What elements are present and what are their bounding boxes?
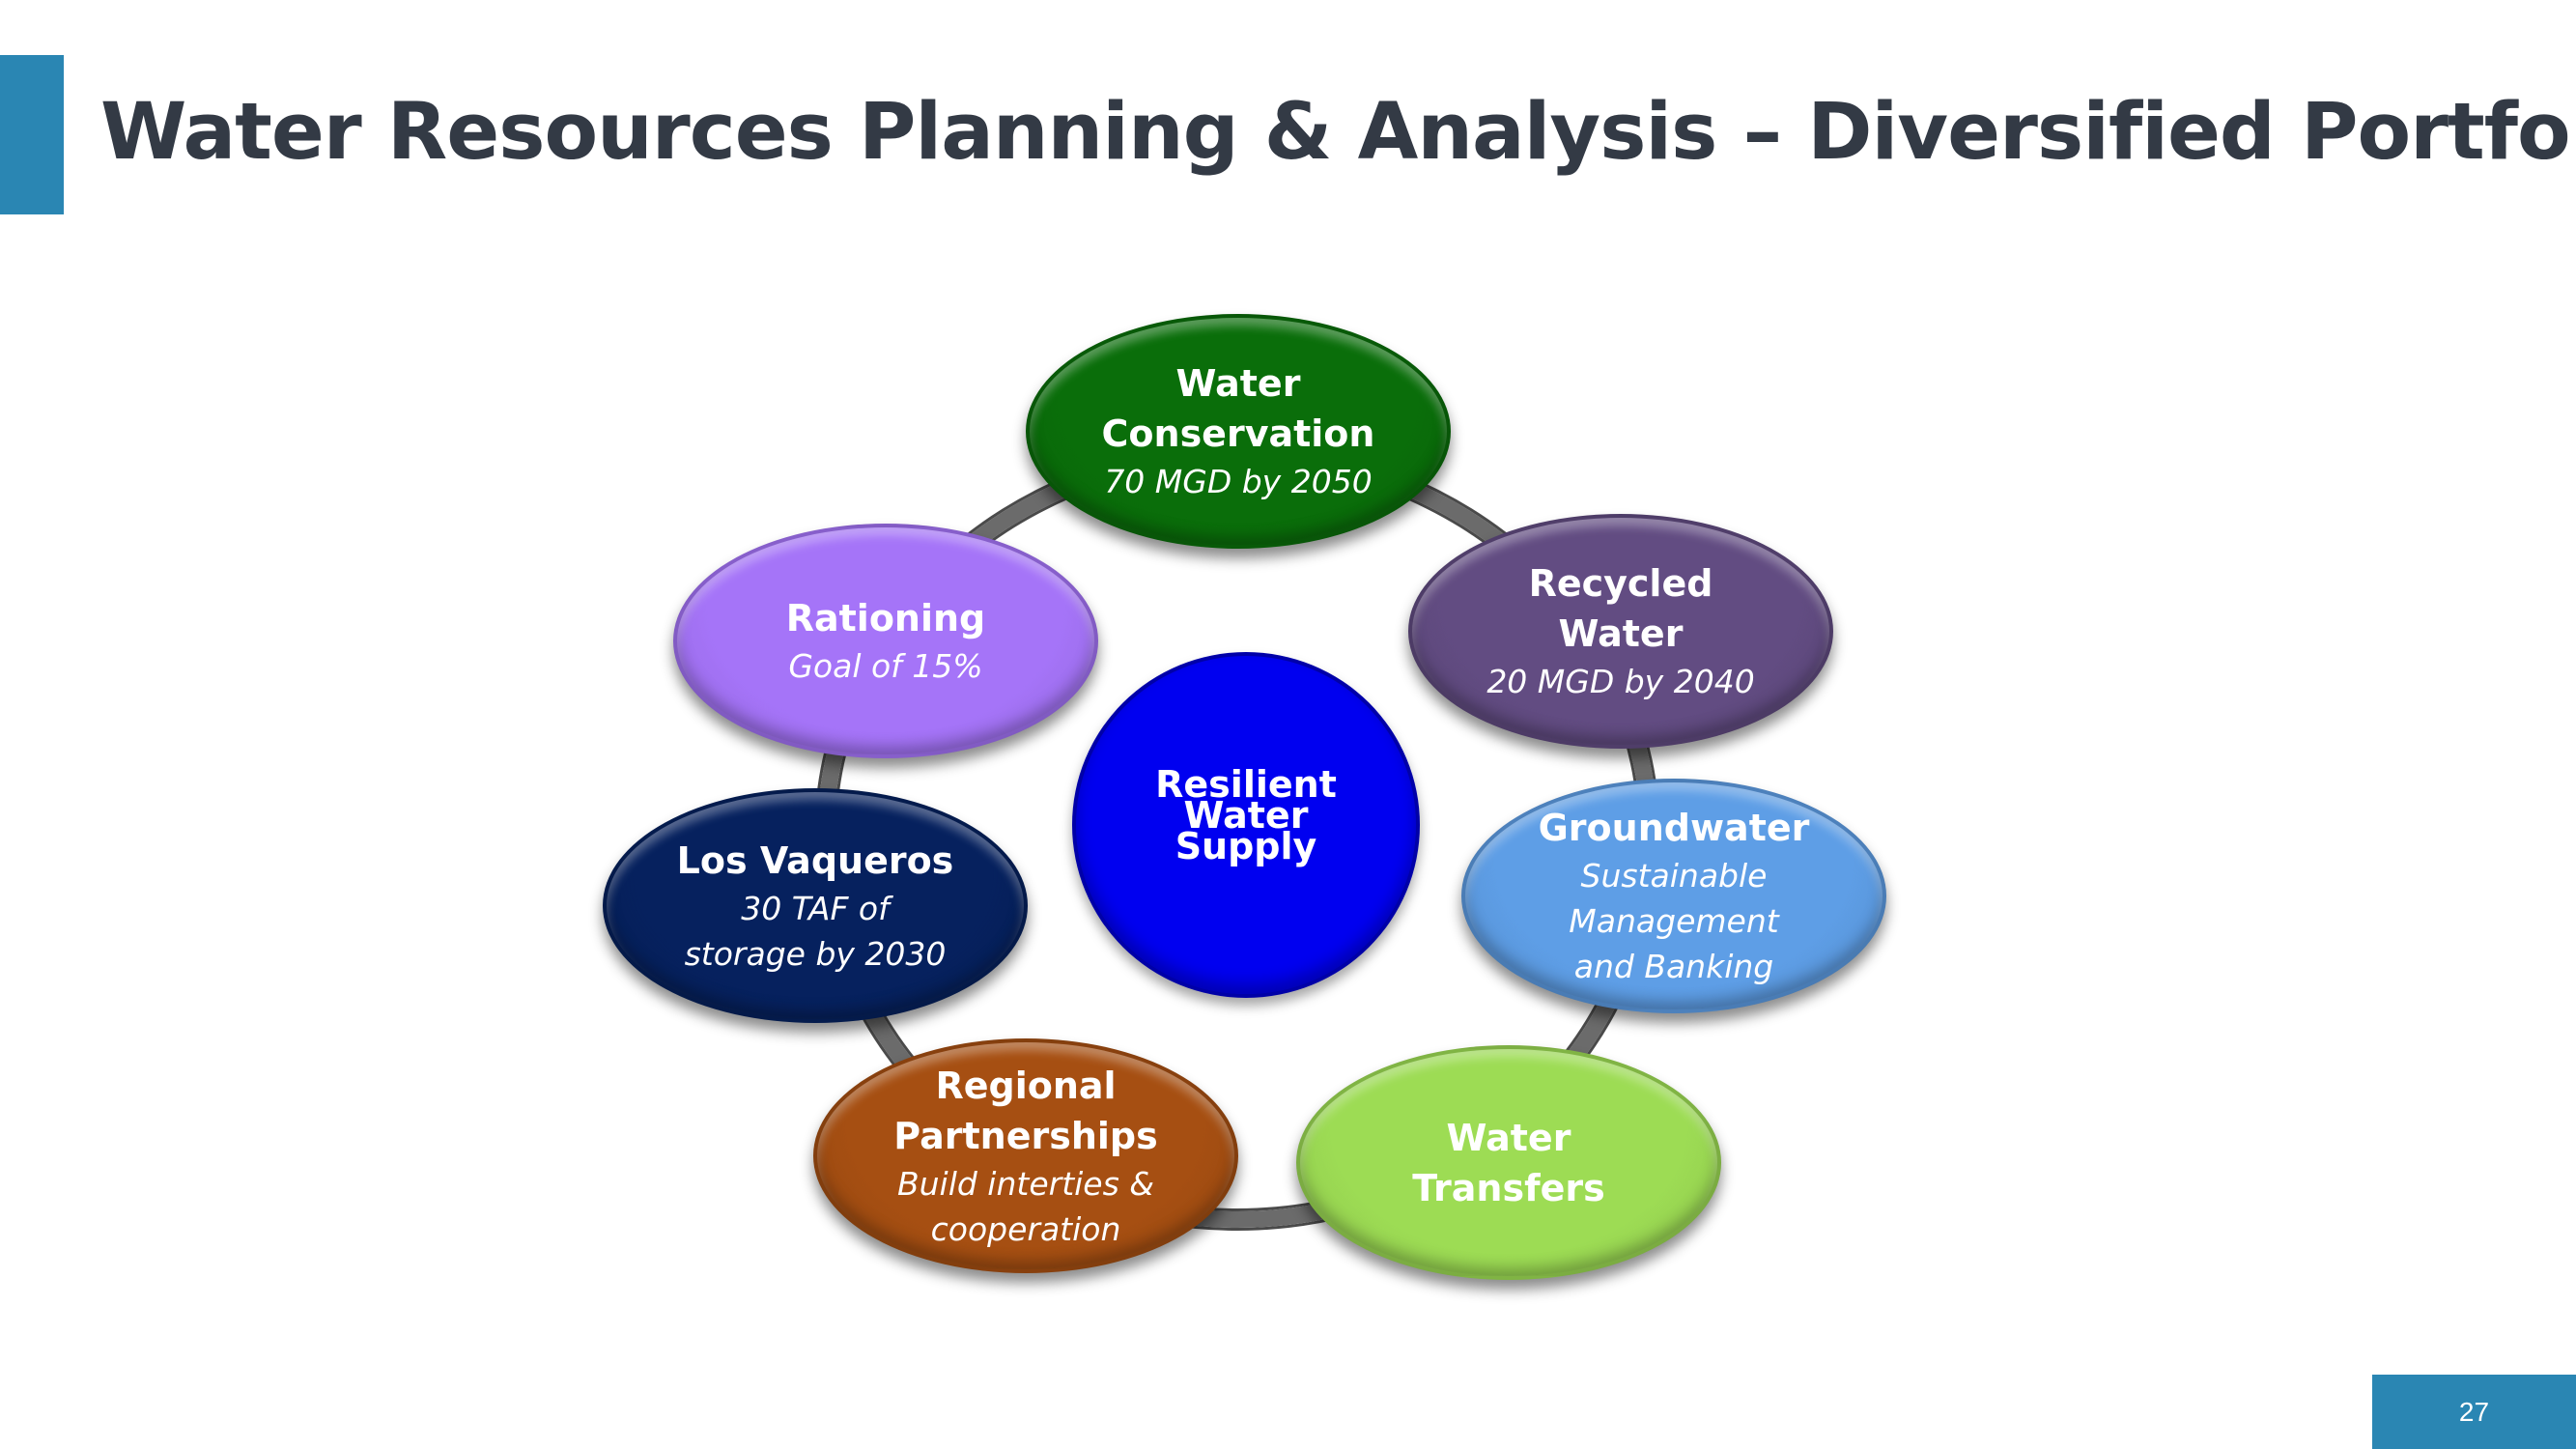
node-title: Los Vaqueros <box>676 838 954 882</box>
node-title: Transfers <box>1412 1166 1605 1209</box>
node-water-transfers: Water Transfers <box>1296 1045 1721 1280</box>
node-subtitle: Build interties & <box>896 1164 1155 1203</box>
node-title: Rationing <box>785 597 986 639</box>
node-title: Recycled <box>1528 562 1713 605</box>
node-groundwater: Groundwater Sustainable Management and B… <box>1461 779 1886 1013</box>
node-subtitle: 70 MGD by 2050 <box>1104 463 1373 500</box>
node-subtitle: and Banking <box>1573 948 1774 985</box>
node-los-vaqueros: Los Vaqueros 30 TAF of storage by 2030 <box>603 788 1028 1023</box>
slide-title: Water Resources Planning & Analysis – Di… <box>100 87 2576 178</box>
node-title: Regional <box>935 1064 1117 1107</box>
node-subtitle: Goal of 15% <box>788 647 983 685</box>
center-title: Resilient <box>1155 763 1337 806</box>
node-rationing: Rationing Goal of 15% <box>673 524 1098 758</box>
center-title: Water <box>1183 794 1309 837</box>
node-title: Groundwater <box>1538 807 1810 849</box>
node-subtitle: 20 MGD by 2040 <box>1486 663 1755 700</box>
node-title: Water <box>1446 1116 1571 1159</box>
center-node-resilient-water-supply: Resilient Water Supply <box>1072 652 1420 998</box>
node-subtitle: Management <box>1569 902 1779 940</box>
node-subtitle: storage by 2030 <box>684 934 947 973</box>
node-title: Partnerships <box>893 1114 1158 1157</box>
title-accent-bar <box>0 55 64 214</box>
node-subtitle: Sustainable <box>1580 857 1768 895</box>
node-recycled-water: Recycled Water 20 MGD by 2040 <box>1408 514 1833 749</box>
node-regional-partnerships: Regional Partnerships Build interties & … <box>813 1038 1238 1273</box>
node-subtitle: 30 TAF of <box>741 889 890 927</box>
node-subtitle: cooperation <box>930 1209 1121 1248</box>
node-title: Water <box>1558 612 1684 655</box>
page-number: 27 <box>2372 1375 2576 1449</box>
node-water-conservation: Water Conservation 70 MGD by 2050 <box>1026 314 1451 549</box>
center-title: Supply <box>1175 825 1317 867</box>
node-title: Conservation <box>1101 412 1375 455</box>
node-title: Water <box>1175 362 1301 405</box>
